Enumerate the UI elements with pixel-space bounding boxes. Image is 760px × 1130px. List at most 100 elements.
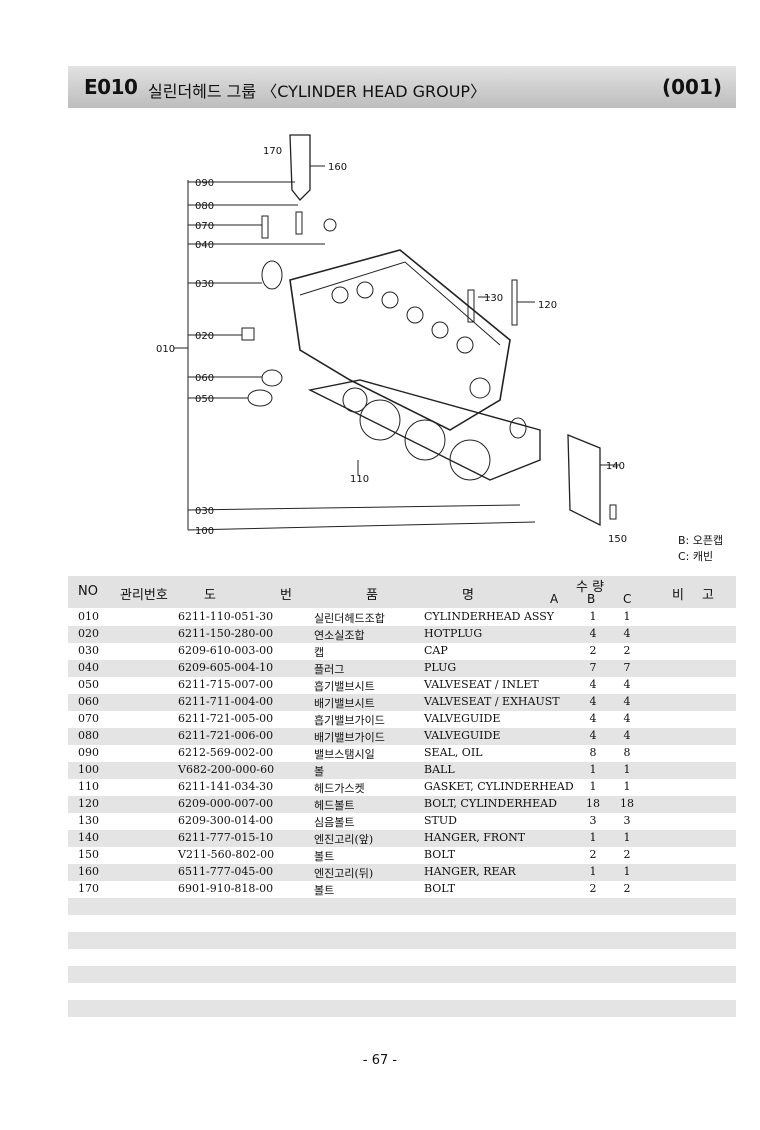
page-number: - 67 - [362, 1053, 398, 1068]
cell-kr: 헤드볼트 [314, 799, 355, 812]
cell-no: 060 [78, 695, 99, 708]
cell-en: CAP [424, 644, 448, 657]
cell-en: HANGER, REAR [424, 865, 516, 878]
svg-text:140: 140 [606, 461, 625, 472]
svg-text:160: 160 [328, 162, 347, 173]
svg-text:020: 020 [195, 331, 214, 342]
col-do: 도 [204, 588, 216, 603]
col-qty: 수 량 [576, 580, 605, 595]
cell-b: 2 [589, 644, 597, 657]
cell-kr: 볼 [314, 765, 325, 778]
cell-no: 070 [78, 712, 99, 725]
svg-text:050: 050 [195, 394, 214, 405]
cell-b: 4 [589, 712, 597, 725]
cell-b: 1 [589, 763, 597, 776]
svg-text:100: 100 [195, 526, 214, 537]
cell-kr: 흡기밸브가이드 [314, 714, 385, 727]
cell-c: 1 [623, 865, 631, 878]
cell-part: 6901-910-818-00 [178, 882, 274, 895]
table-row [68, 1000, 736, 1017]
cell-part: 6211-110-051-30 [178, 610, 274, 623]
cell-kr: 실린더헤드조합 [314, 612, 385, 625]
cell-b: 1 [589, 780, 597, 793]
cell-kr: 볼트 [314, 850, 335, 863]
cell-b: 1 [589, 610, 597, 623]
cell-kr: 볼트 [314, 884, 335, 897]
cell-no: 080 [78, 729, 99, 742]
cell-no: 170 [78, 882, 99, 895]
legend-b: B: 오픈캡 [678, 534, 724, 547]
cell-kr: 헤드가스켓 [314, 782, 365, 795]
cell-en: BOLT [424, 882, 456, 895]
cell-c: 1 [623, 610, 631, 623]
cell-c: 1 [623, 831, 631, 844]
cell-part: 6209-605-004-10 [178, 661, 274, 674]
cell-en: VALVESEAT / EXHAUST [424, 695, 560, 708]
cell-c: 4 [623, 712, 631, 725]
table-row [68, 915, 736, 932]
svg-text:040: 040 [195, 240, 214, 251]
cell-c: 1 [623, 763, 631, 776]
cell-part: 6211-141-034-30 [178, 780, 274, 793]
svg-text:150: 150 [608, 534, 627, 545]
cell-c: 2 [623, 882, 631, 895]
cell-part: 6212-569-002-00 [178, 746, 274, 759]
cell-kr: 플러그 [314, 663, 345, 676]
cell-b: 7 [589, 661, 597, 674]
svg-text:010: 010 [156, 344, 175, 355]
svg-text:030: 030 [195, 279, 214, 290]
cell-part: 6511-777-045-00 [178, 865, 274, 878]
cell-no: 150 [78, 848, 99, 861]
cell-kr: 연소실조합 [314, 629, 365, 642]
cell-part: 6211-721-006-00 [178, 729, 274, 742]
cell-c: 4 [623, 695, 631, 708]
cell-part: 6211-711-004-00 [178, 695, 274, 708]
cell-no: 140 [78, 831, 99, 844]
col-mgmt: 관리번호 [120, 588, 168, 603]
cell-kr: 밸브스탬시일 [314, 748, 375, 761]
table-row [68, 932, 736, 949]
cell-no: 040 [78, 661, 99, 674]
cell-c: 2 [623, 644, 631, 657]
cell-c: 4 [623, 678, 631, 691]
table-header: NO 관리번호 도 번 품 명 수 량 A B C 비 고 [68, 576, 736, 608]
cell-part: 6211-715-007-00 [178, 678, 274, 691]
svg-text:090: 090 [195, 178, 214, 189]
cell-c: 1 [623, 780, 631, 793]
cell-en: BOLT, CYLINDERHEAD [424, 797, 557, 810]
col-c: C [623, 592, 632, 606]
section-code: E010 [84, 75, 138, 99]
cell-b: 18 [586, 797, 600, 810]
cell-c: 3 [623, 814, 631, 827]
cell-kr: 엔진고리(앞) [314, 833, 374, 846]
svg-text:070: 070 [195, 221, 214, 232]
cell-c: 4 [623, 729, 631, 742]
cell-en: BOLT [424, 848, 456, 861]
cell-no: 160 [78, 865, 99, 878]
svg-text:030: 030 [195, 506, 214, 517]
table-row: 060 6211-711-004-00 배기밸브시트 VALVESEAT / EXHA… [68, 694, 736, 711]
table-row [68, 898, 736, 915]
col-go: 고 [702, 588, 714, 603]
cell-b: 4 [589, 627, 597, 640]
col-b: B [587, 592, 596, 606]
cell-no: 050 [78, 678, 99, 691]
title-bar: E010 실린더헤드 그룹 〈CYLINDER HEAD GROUP〉 (001… [68, 66, 736, 108]
cell-kr: 배기밸브시트 [314, 697, 375, 710]
cell-b: 1 [589, 865, 597, 878]
cell-en: VALVEGUIDE [424, 712, 501, 725]
